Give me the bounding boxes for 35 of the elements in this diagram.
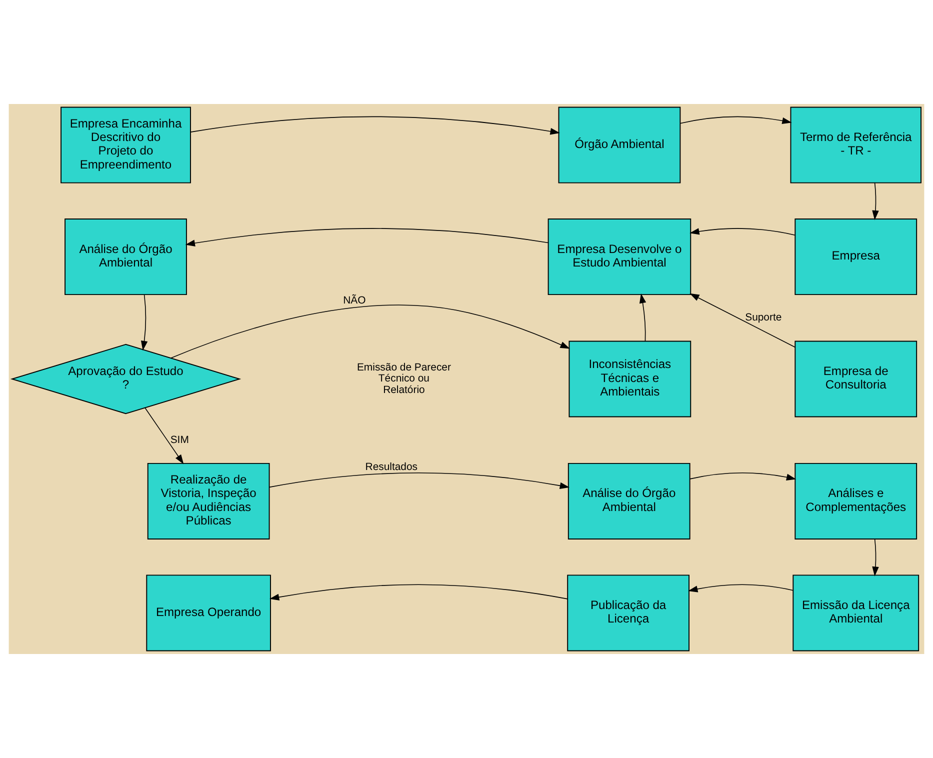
arrow [680,116,792,124]
node-box: Publicação da Licença [567,574,690,652]
node-box: Termo de Referência - TR - [790,106,922,184]
node-diamond: Aprovação do Estudo ? [10,344,242,414]
arrow [690,228,796,236]
arrow [690,472,796,480]
node-box: Órgão Ambiental [558,106,681,184]
node-box: Realização de Vistoria, Inspeção e/ou Audiências Públicas [147,462,270,540]
arrow [872,538,879,576]
arrow [688,584,794,592]
node-box: Análises e Complementações [794,462,918,540]
arrow [185,228,549,246]
arrow [140,294,148,351]
arrow [690,293,796,348]
edge-label: SIM [170,434,189,446]
arrow [872,182,879,220]
node-box: Inconsistências Técnicas e Ambientais [568,340,692,418]
arrow [170,304,570,358]
edge-label: NÃO [343,296,366,307]
arrow [190,116,560,135]
node-box: Análise do Órgão Ambiental [64,218,187,296]
label: Emissão de Parecer Técnico ou Relatório [356,362,451,396]
node-box: Empresa Operando [146,574,271,652]
arrow [268,472,570,489]
node-box: Empresa de Consultoria [794,340,918,418]
node-box: Empresa [794,218,918,296]
edge-label: Suporte [745,312,782,324]
node-box: Emissão da Licença Ambiental [792,574,920,652]
node-box: Empresa Desenvolve o Estudo Ambiental [548,218,692,296]
arrow [269,584,568,600]
arrow [639,294,646,342]
arrow [144,407,184,464]
node-box: Empresa Encaminha Descritivo do Projeto do Empreendimento [60,106,191,184]
node-box: Análise do Órgão Ambiental [568,462,690,540]
edge-label: Resultados [365,462,418,473]
